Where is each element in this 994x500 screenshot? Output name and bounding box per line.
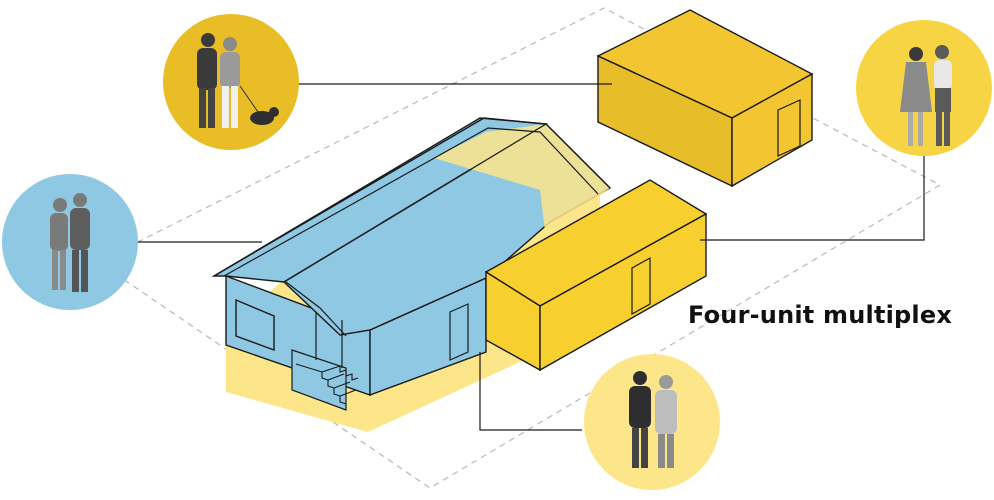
window: [235, 298, 275, 352]
rear-detached-unit: [596, 9, 814, 188]
connector-young-couple: [479, 352, 582, 431]
resident-senior-couple: [2, 174, 138, 310]
people-icon: [629, 371, 677, 468]
porch-steps: [295, 363, 359, 405]
door: [631, 256, 651, 316]
main-house-unit: [211, 117, 612, 411]
connector-lines: [138, 83, 925, 431]
connector-two-women: [700, 152, 925, 241]
resident-two-women: [856, 20, 992, 156]
diagram-caption: Four-unit multiplex: [688, 301, 953, 329]
people-with-dog-icon: [197, 33, 279, 128]
door: [449, 303, 469, 361]
resident-couple-with-dog: [163, 14, 299, 150]
people-icon: [900, 45, 952, 146]
garden-suite-unit: [484, 179, 708, 372]
people-icon: [50, 193, 90, 292]
door: [777, 99, 801, 157]
resident-young-couple: [584, 354, 720, 490]
